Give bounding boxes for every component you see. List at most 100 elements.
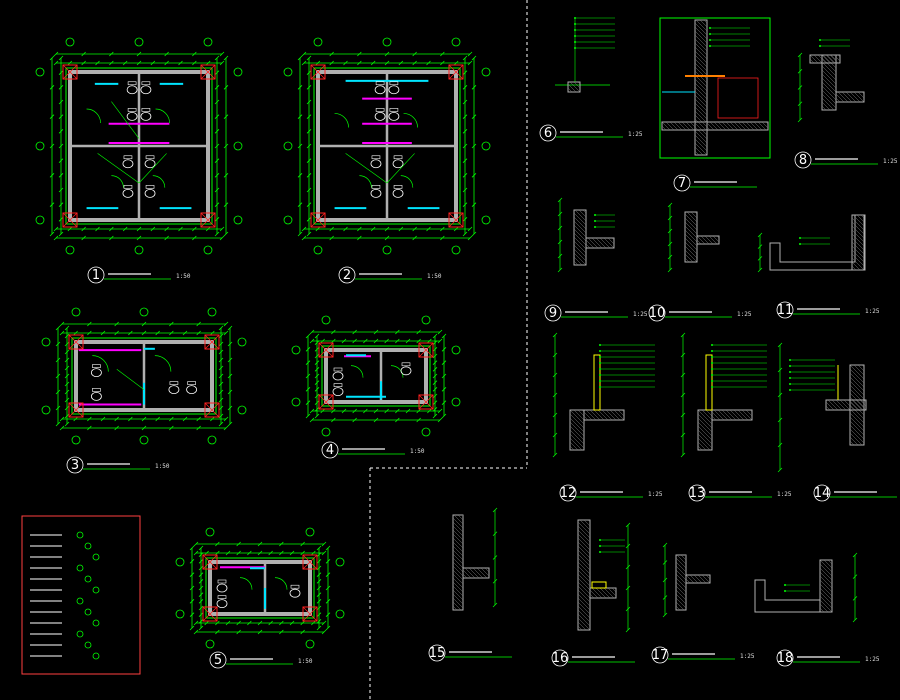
plan2-dim-right-inner-tick xyxy=(462,99,468,105)
plan1-fixture-tank xyxy=(127,108,137,112)
plan1-dim-top-inner-tick xyxy=(109,60,114,66)
plan5-dim-top-inner-tick xyxy=(268,550,273,556)
plan2-dim-bottom-inner-tick xyxy=(412,226,417,232)
plan1-dim-bottom-inner-tick xyxy=(109,226,114,232)
sec17-wall-hatch xyxy=(675,557,687,569)
plan4-dim-right-tick xyxy=(441,387,447,392)
sec13-slab-hatch xyxy=(741,409,753,421)
sec10-dim-tick xyxy=(667,228,673,234)
sec18-dim-tick xyxy=(852,596,858,601)
plan1-fixture xyxy=(144,159,156,169)
sec10-dim-tick xyxy=(667,202,673,208)
plan2-dim-left-inner-tick xyxy=(306,231,312,237)
sec16-wall-hatch xyxy=(579,519,591,531)
sec13-slab-hatch xyxy=(737,409,749,421)
sec10-wall-hatch xyxy=(684,233,698,247)
sec14-slab-hatch xyxy=(851,399,863,411)
sec12-dim-tick xyxy=(552,412,558,418)
plan3-dim-bottom-inner-tick xyxy=(223,416,229,422)
sec7-slab-hatch xyxy=(705,121,715,131)
plan2-dim-top-tick xyxy=(329,51,334,57)
sec17-slab-hatch xyxy=(689,574,699,584)
plan2-grid-bubble-right xyxy=(481,215,491,225)
plan5-dim-right-tick xyxy=(325,572,331,577)
sec13-slab-hatch xyxy=(725,409,737,421)
plan3-dim-left-inner-tick xyxy=(64,333,70,339)
plan5-dim-left-tick xyxy=(189,545,195,551)
plan5-dim-left-tick xyxy=(189,585,195,591)
sec14-wall-hatch xyxy=(849,388,865,404)
plan3-grid-bubble-right xyxy=(237,337,247,347)
plan1-dim-top-inner-tick xyxy=(150,60,156,66)
legend-symbol xyxy=(84,608,92,616)
plan5-dim-right-inner-tick xyxy=(316,585,322,591)
plan4-column-x2 xyxy=(418,394,434,410)
plan3-column xyxy=(204,334,220,350)
detail-bubble-11 xyxy=(776,301,794,319)
detail-number-15: 15 xyxy=(429,646,446,661)
sec17-wall-hatch xyxy=(675,593,687,605)
plan5-column-x2 xyxy=(302,606,318,622)
sec12-slab-hatch xyxy=(589,409,601,421)
sec9-wall-hatch xyxy=(573,228,587,242)
plan1-dim-right-inner-tick xyxy=(214,158,220,163)
plan2-dim-top-inner-tick xyxy=(370,60,376,66)
plan3-dim-right-tick xyxy=(227,373,233,379)
sec15-wall-hatch xyxy=(452,557,464,569)
plan2-dim-left-tick xyxy=(297,85,303,90)
legend-panel xyxy=(21,515,141,675)
sec14-slab-hatch xyxy=(827,399,839,411)
plan3-grid-bubble-right xyxy=(237,405,247,415)
plan2-dim-right-inner-tick xyxy=(462,55,468,61)
plan2-dim-right-inner-tick xyxy=(462,231,468,237)
plan4-dim-top-inner-tick xyxy=(395,338,400,344)
plan1-dim-right-tick xyxy=(223,55,229,61)
plan2-door-swing xyxy=(334,113,349,128)
sec15-slab-hatch xyxy=(476,567,488,579)
sec16-slab-hatch xyxy=(607,587,617,597)
plan1-dim-left-tick xyxy=(49,202,55,207)
plan2-dim-right-tick xyxy=(471,202,477,207)
sec15-wall-hatch xyxy=(452,585,464,597)
sec7-wall-hatch xyxy=(694,54,708,68)
plan2-dim-top-inner-tick xyxy=(301,60,307,66)
sec7-slab-hatch xyxy=(765,121,769,125)
sec8-ledge-hatch xyxy=(841,91,853,103)
sec7-wall-hatch xyxy=(694,110,708,124)
plan3-dim-left-tick xyxy=(55,405,61,411)
plan3-fixture-tank xyxy=(92,388,101,392)
plan2-dim-top-inner-tick xyxy=(467,60,473,66)
plan1-dim-bottom-inner-tick xyxy=(164,226,169,232)
sec7-slab-hatch xyxy=(757,121,767,131)
plan1-fixture xyxy=(126,85,138,95)
sec14-wall-hatch xyxy=(849,416,865,432)
plan1-dim-top-inner-tick xyxy=(219,60,225,66)
plan4-dim-right-inner-tick xyxy=(432,393,438,399)
plan1-dim-right-inner-tick xyxy=(214,187,220,193)
plan5-dim-left-inner-tick xyxy=(198,592,204,597)
plan4-dim-bottom-inner-tick xyxy=(309,408,315,414)
plan1-door-swing xyxy=(111,175,124,188)
sec14-slab-hatch xyxy=(835,399,847,411)
plan1-dim-bottom-inner-tick xyxy=(95,226,100,232)
plan2-dim-right-inner-tick xyxy=(462,158,468,163)
plan1-column-x2 xyxy=(200,64,216,80)
plan2-fixture xyxy=(374,85,386,95)
sec7-wall-hatch xyxy=(694,150,700,156)
sec12-wall-hatch xyxy=(569,437,583,451)
plan-5-toilet-layout xyxy=(175,527,345,649)
legend-symbol xyxy=(84,575,92,583)
sec7-slab-hatch xyxy=(673,121,683,131)
sec12-dim-tick xyxy=(552,352,558,358)
plan2-dim-left-tick xyxy=(297,55,303,61)
sec16-wall-hatch xyxy=(577,581,591,595)
sec16-slab-hatch xyxy=(595,587,607,599)
sec13-wall-hatch xyxy=(697,409,713,425)
plan4-grid-bubble-bottom xyxy=(421,427,431,437)
plan5-column xyxy=(302,554,318,570)
plan3-dim-bottom-inner-tick xyxy=(114,416,119,422)
plan2-fixture xyxy=(392,159,404,169)
sec16-dim-tick xyxy=(625,606,631,612)
sec13-wall-hatch xyxy=(697,429,713,445)
sec14-wall-hatch xyxy=(849,432,863,446)
